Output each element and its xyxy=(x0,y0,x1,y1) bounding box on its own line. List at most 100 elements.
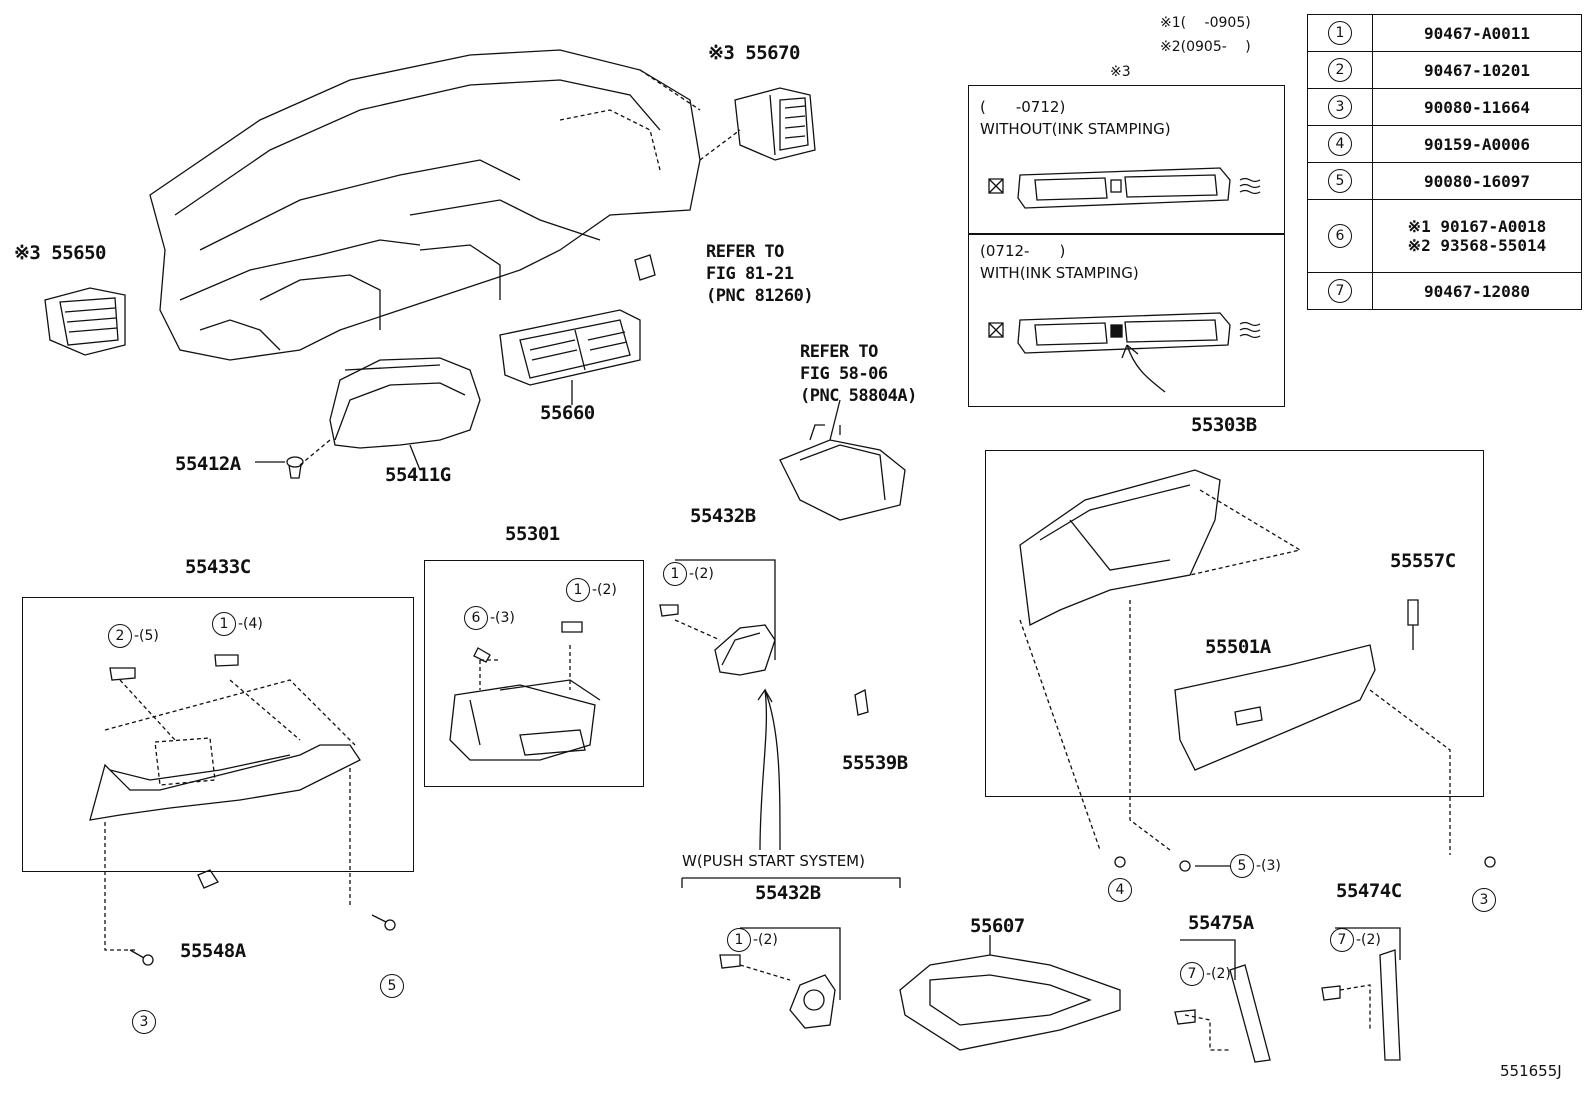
row-value-2: ※2 93568-55014 xyxy=(1407,236,1547,255)
clip-81260-drawing xyxy=(634,254,656,281)
callout-circle: 1 xyxy=(566,578,590,602)
label-55474C: 55474C xyxy=(1336,880,1402,902)
label-55501A: 55501A xyxy=(1205,636,1271,658)
callout-qty: -(2) xyxy=(592,582,617,598)
screw-drawing-left xyxy=(129,949,154,966)
group-box-55303B xyxy=(985,450,1484,797)
clip-55539B-drawing xyxy=(854,689,869,716)
callout-circle: 5 xyxy=(380,974,404,998)
inset-top-box xyxy=(968,85,1285,235)
refer-81-l3: (PNC 81260) xyxy=(706,286,814,306)
callout-circle: 7 xyxy=(1330,928,1354,952)
label-55411G: 55411G xyxy=(385,464,451,486)
inset-vent-bottom-drawing xyxy=(1017,312,1231,393)
cluster-hood-55411G-drawing xyxy=(299,357,481,471)
label-55607: 55607 xyxy=(970,915,1025,937)
undercover-55607-drawing xyxy=(899,935,1121,1051)
callout-circle: 6 xyxy=(464,606,488,630)
group-box-55301 xyxy=(424,560,644,787)
callout-qty: -(3) xyxy=(490,610,515,626)
refer-58-l2: FIG 58-06 xyxy=(800,364,888,384)
inset-title: ※3 xyxy=(1110,64,1131,80)
switch-55557C-drawing xyxy=(1407,599,1419,650)
callout-qty: -(2) xyxy=(689,566,714,582)
callout-qty: -(5) xyxy=(134,628,159,644)
row-num: 2 xyxy=(1328,58,1352,82)
row-value: 90080-11664 xyxy=(1372,88,1582,126)
instrument-panel-drawing xyxy=(149,49,741,361)
callout-qty: -(2) xyxy=(753,932,778,948)
label-55670: ※3 55670 xyxy=(708,42,801,64)
note-1: ※1( -0905) xyxy=(1160,15,1251,31)
parts-row: 1 90467-A0011 xyxy=(1307,14,1582,52)
inset-vent-top-drawing xyxy=(1017,167,1231,209)
clip-55412A-drawing xyxy=(255,456,304,479)
trim-55475A-drawing xyxy=(1174,964,1271,1063)
inset-bottom-label: WITH(INK STAMPING) xyxy=(980,264,1139,282)
vent-55660-drawing xyxy=(499,309,641,405)
row-num: 1 xyxy=(1328,21,1352,45)
label-55303B: 55303B xyxy=(1191,414,1257,436)
row-num: 4 xyxy=(1328,132,1352,156)
vent-55670-drawing xyxy=(734,87,816,161)
trim-55474C-drawing xyxy=(1321,949,1401,1061)
callout-circle: 4 xyxy=(1108,878,1132,902)
parts-row: 6 ※1 90167-A0018※2 93568-55014 xyxy=(1307,199,1582,273)
group-box-55433C xyxy=(22,597,414,872)
row-value: ※1 90167-A0018 xyxy=(1407,217,1547,236)
trim-55432B-drawing xyxy=(659,604,781,851)
screw-5-drawing xyxy=(1179,860,1191,872)
bracket-58804A-drawing xyxy=(779,399,906,521)
screw-4-drawing xyxy=(1114,856,1126,868)
callout-circle: 1 xyxy=(212,612,236,636)
callout-qty: -(3) xyxy=(1256,858,1281,874)
clip-55548A-drawing xyxy=(197,869,219,889)
inset-top-label: WITHOUT(INK STAMPING) xyxy=(980,120,1171,138)
label-55432B-top: 55432B xyxy=(690,505,756,527)
row-value: 90467-A0011 xyxy=(1372,14,1582,52)
glovebox-door-55501A-drawing xyxy=(1174,644,1451,855)
label-push-start: W(PUSH START SYSTEM) xyxy=(682,852,865,870)
glovebox-housing-55303B-drawing xyxy=(1019,469,1302,851)
row-value: 90467-10201 xyxy=(1372,51,1582,89)
parts-table: 1 90467-A0011 2 90467-10201 3 90080-11664 4… xyxy=(1307,14,1582,310)
callout-qty: -(2) xyxy=(1206,966,1231,982)
refer-58-l3: (PNC 58804A) xyxy=(800,386,917,406)
screw-drawing-right xyxy=(371,914,396,931)
inset-bottom-box xyxy=(968,233,1285,407)
label-55475A: 55475A xyxy=(1188,912,1254,934)
label-55433C: 55433C xyxy=(185,556,251,578)
callout-qty: -(4) xyxy=(238,616,263,632)
label-55557C: 55557C xyxy=(1390,550,1456,572)
callout-circle: 3 xyxy=(132,1010,156,1034)
refer-58-l1: REFER TO xyxy=(800,342,878,362)
label-55301: 55301 xyxy=(505,523,560,545)
refer-81-l2: FIG 81-21 xyxy=(706,264,794,284)
label-55660: 55660 xyxy=(540,402,595,424)
label-55432B-bottom: 55432B xyxy=(755,882,821,904)
callout-circle: 1 xyxy=(727,928,751,952)
label-55539B: 55539B xyxy=(842,752,908,774)
label-55650: ※3 55650 xyxy=(14,242,107,264)
row-num: 7 xyxy=(1328,279,1352,303)
callout-qty: -(2) xyxy=(1356,932,1381,948)
row-num: 6 xyxy=(1328,224,1352,248)
parts-row: 2 90467-10201 xyxy=(1307,51,1582,89)
box-55301-drawing xyxy=(449,621,601,761)
diagram-ref-code: 551655J xyxy=(1500,1062,1562,1080)
note-2: ※2(0905- ) xyxy=(1160,39,1251,55)
inset-top-range: ( -0712) xyxy=(980,98,1066,116)
callout-circle: 7 xyxy=(1180,962,1204,986)
callout-circle: 1 xyxy=(663,562,687,586)
row-num: 3 xyxy=(1328,95,1352,119)
callout-circle: 3 xyxy=(1472,888,1496,912)
row-num: 5 xyxy=(1328,169,1352,193)
trim-55432B-lower-drawing xyxy=(719,954,836,1029)
screw-3-drawing xyxy=(1484,856,1496,868)
parts-row: 3 90080-11664 xyxy=(1307,88,1582,126)
inset-bottom-range: (0712- ) xyxy=(980,242,1066,260)
